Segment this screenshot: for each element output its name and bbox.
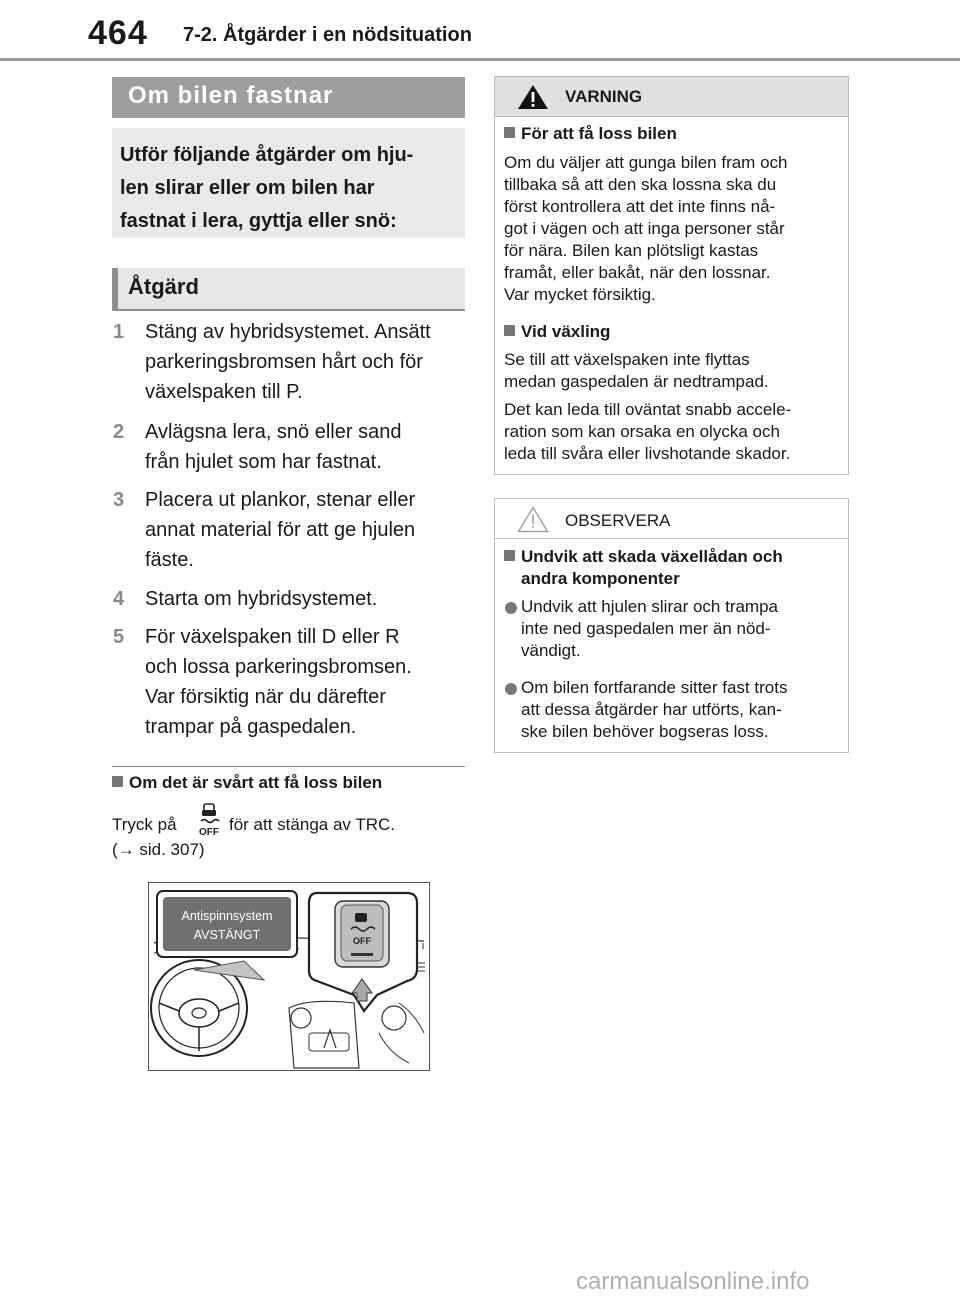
- display-message-line1: Antispinnsystem: [181, 909, 272, 923]
- step-text: från hjulet som har fastnat.: [145, 451, 382, 473]
- action-heading-bar: Åtgärd: [112, 268, 465, 311]
- notice-title: OBSERVERA: [565, 511, 671, 530]
- step-text: annat material för att ge hjulen: [145, 519, 416, 541]
- trc-off-icon: OFF: [199, 803, 220, 838]
- warning-subheading: För att få loss bilen: [504, 124, 677, 144]
- trc-off-label: OFF: [199, 827, 219, 838]
- step-number: 4: [113, 588, 125, 610]
- topic-title: Om bilen fastnar: [128, 82, 334, 109]
- subsection-rule: [112, 766, 465, 767]
- notice-box: OBSERVERA Undvik att skada växellådan oc…: [494, 498, 849, 753]
- page-reference: (→ sid. 307): [112, 840, 205, 859]
- intro-line: len slirar eller om bilen har: [120, 177, 375, 199]
- step-text: Stäng av hybridsystemet. Ansätt: [145, 321, 431, 343]
- warning-line: tillbaka så att den ska lossna ska du: [504, 175, 777, 194]
- step-number: 2: [113, 421, 125, 443]
- dashboard-drawing: Antispinnsystem AVSTÄNGT OFF: [150, 890, 425, 1069]
- warning-line: Se till att växelspaken inte flyttas: [504, 350, 750, 369]
- notice-line: Om bilen fortfarande sitter fast trots: [521, 678, 788, 697]
- warning-subheading-text: Vid växling: [521, 322, 611, 341]
- page-header: 464 7-2. Åtgärder i en nödsituation: [0, 0, 960, 61]
- step-text: För växelspaken till D eller R: [145, 626, 400, 648]
- warning-line: Var mycket försiktig.: [504, 285, 656, 304]
- warning-paragraph: Se till att växelspaken inte flyttas med…: [504, 349, 840, 393]
- step-text: växelspaken till P.: [145, 381, 303, 403]
- square-bullet-icon: [504, 127, 515, 138]
- step-text: Var försiktig när du därefter: [145, 686, 386, 708]
- warning-triangle-icon: [518, 85, 548, 109]
- intro-line: fastnat i lera, gyttja eller snö:: [120, 210, 397, 232]
- tryck-rest-text: för att stänga av TRC.: [229, 815, 395, 834]
- notice-bullet: Undvik att hjulen slirar och trampa inte…: [521, 596, 841, 662]
- notice-line: att dessa åtgärder har utförts, kan-: [521, 700, 782, 719]
- subsection-heading-text: Om det är svårt att få loss bilen: [129, 773, 383, 792]
- step-text: Avlägsna lera, snö eller sand: [145, 421, 402, 443]
- button-off-label: OFF: [353, 936, 371, 946]
- display-message-line2: AVSTÄNGT: [194, 928, 261, 942]
- action-heading: Åtgärd: [128, 274, 199, 299]
- section-title: 7-2. Åtgärder i en nödsituation: [183, 24, 472, 46]
- header-rule: [0, 58, 960, 61]
- square-bullet-icon: [504, 550, 515, 561]
- notice-subheading-line: Undvik att skada växellådan och: [521, 547, 783, 566]
- step-number: 1: [113, 321, 125, 343]
- notice-line: Undvik att hjulen slirar och trampa: [521, 597, 779, 616]
- square-bullet-icon: [112, 776, 123, 787]
- step-text: parkeringsbromsen hårt och för: [145, 351, 423, 373]
- warning-subheading: Vid växling: [504, 322, 610, 342]
- step-text: trampar på gaspedalen.: [145, 716, 357, 738]
- notice-subheading-line: andra komponenter: [521, 569, 680, 588]
- warning-line: för nära. Bilen kan plötsligt kastas: [504, 241, 759, 260]
- subsection-heading: Om det är svårt att få loss bilen: [112, 773, 382, 793]
- intro-box: Utför följande åtgärder om hju- len slir…: [112, 128, 465, 238]
- dashboard-illustration: Antispinnsystem AVSTÄNGT OFF: [148, 882, 430, 1071]
- watermark: carmanualsonline.info: [576, 1268, 810, 1295]
- step-number: 5: [113, 626, 125, 648]
- warning-line: leda till svåra eller livshotande skador…: [504, 444, 791, 463]
- warning-header: VARNING: [495, 77, 848, 117]
- topic-title-bar: Om bilen fastnar: [112, 77, 465, 118]
- warning-paragraph: Om du väljer att gunga bilen fram och ti…: [504, 152, 840, 306]
- notice-bullet: Om bilen fortfarande sitter fast trots a…: [521, 677, 841, 743]
- step-text: Starta om hybridsystemet.: [145, 588, 378, 610]
- notice-header: OBSERVERA: [495, 499, 848, 539]
- tryck-text: Tryck på: [112, 815, 177, 834]
- heading-accent-bar: [112, 268, 118, 309]
- warning-line: got i vägen och att inga personer står: [504, 219, 785, 238]
- bullet-dot-icon: [505, 683, 517, 695]
- warning-line: ration som kan orsaka en olycka och: [504, 422, 780, 441]
- warning-line: Om du väljer att gunga bilen fram och: [504, 153, 788, 172]
- step-text: och lossa parkeringsbromsen.: [145, 656, 412, 678]
- notice-subheading: Undvik att skada växellådan och andra ko…: [504, 546, 783, 590]
- intro-line: Utför följande åtgärder om hju-: [120, 144, 414, 166]
- warning-subheading-text: För att få loss bilen: [521, 124, 677, 143]
- warning-line: först kontrollera att det inte finns nå-: [504, 197, 776, 216]
- notice-line: vändigt.: [521, 641, 581, 660]
- warning-line: Det kan leda till oväntat snabb accele-: [504, 400, 792, 419]
- notice-line: ske bilen behöver bogseras loss.: [521, 722, 769, 741]
- step-text: Placera ut plankor, stenar eller: [145, 489, 416, 511]
- warning-line: framåt, eller bakåt, när den lossnar.: [504, 263, 771, 282]
- step-text: fäste.: [145, 549, 194, 571]
- notice-triangle-icon: [517, 506, 549, 533]
- notice-line: inte ned gaspedalen mer än nöd-: [521, 619, 771, 638]
- warning-box: VARNING För att få loss bilen Om du välj…: [494, 76, 849, 475]
- bullet-dot-icon: [505, 602, 517, 614]
- warning-title: VARNING: [565, 87, 643, 106]
- step-number: 3: [113, 489, 125, 511]
- warning-line: medan gaspedalen är nedtrampad.: [504, 372, 769, 391]
- page-number: 464: [88, 14, 148, 52]
- square-bullet-icon: [504, 325, 515, 336]
- warning-paragraph: Det kan leda till oväntat snabb accele- …: [504, 399, 840, 465]
